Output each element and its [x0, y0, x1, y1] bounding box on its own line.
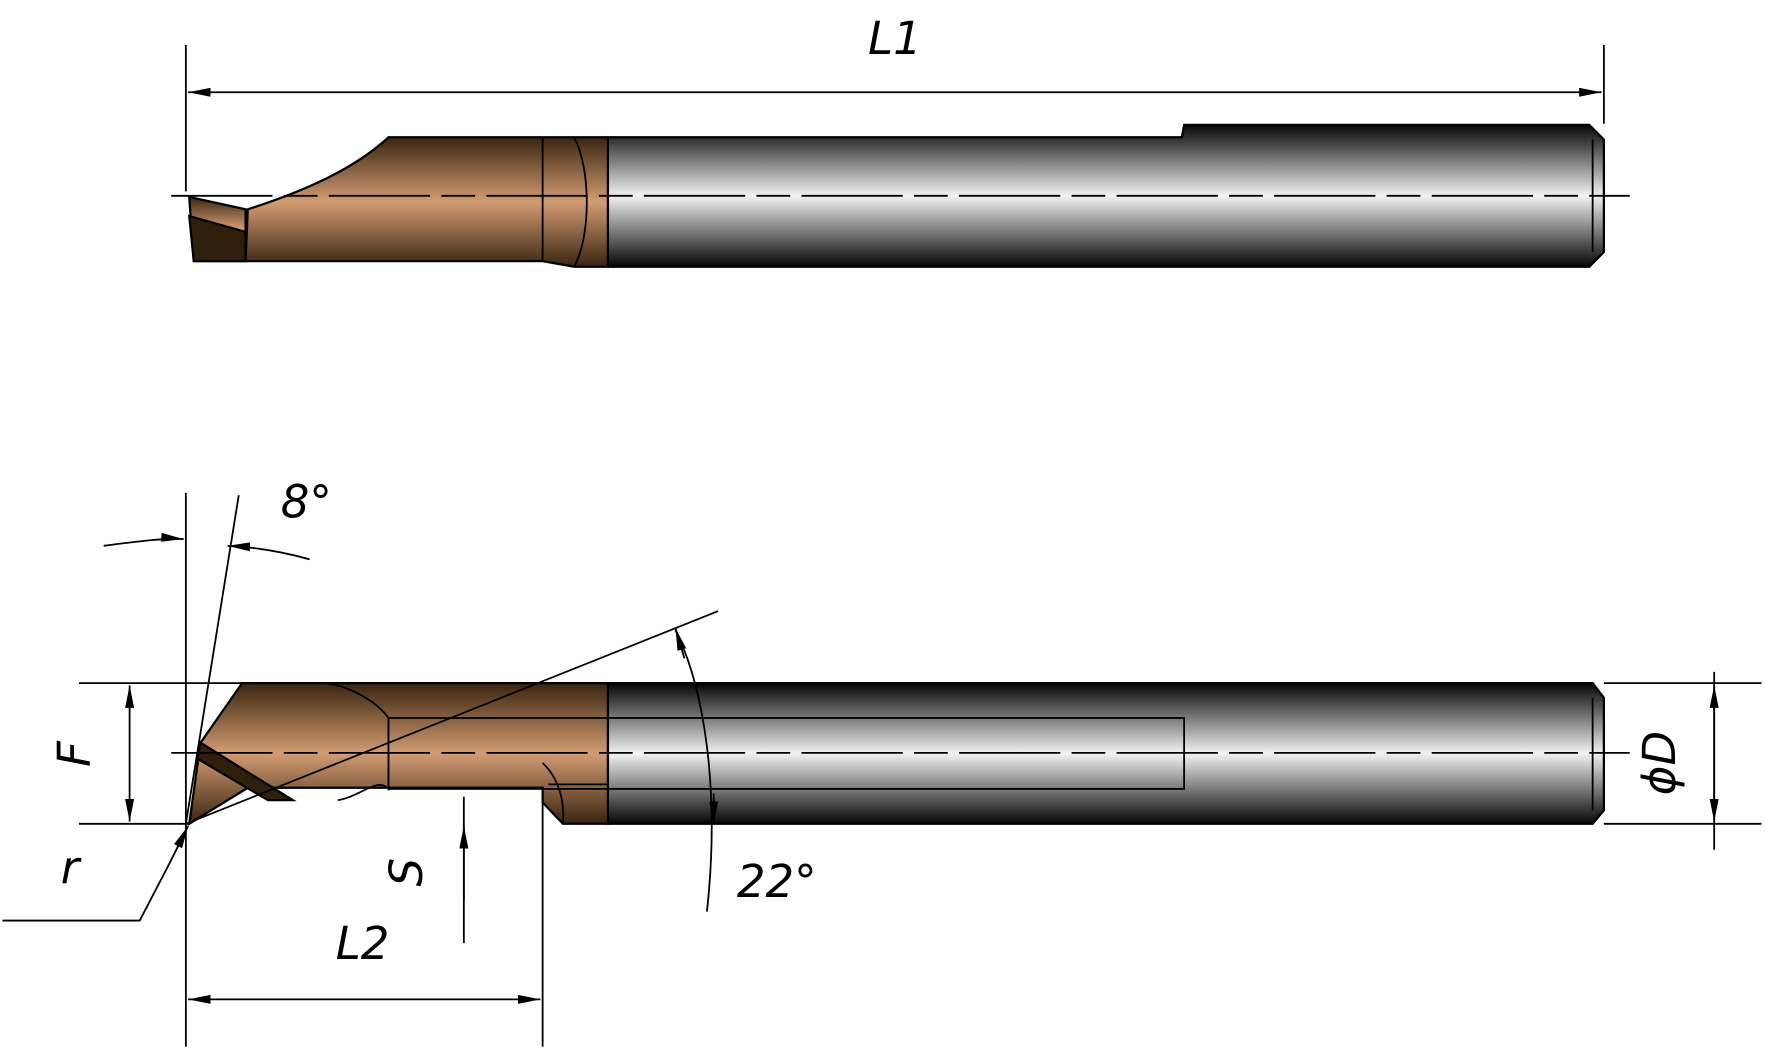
r-leader-arrow	[168, 825, 189, 865]
top-view: L1	[171, 12, 1630, 268]
L1-label: L1	[868, 12, 922, 65]
top-insert-face	[187, 214, 247, 263]
angle-8-label: 8°	[281, 476, 332, 529]
S-label: S	[380, 858, 433, 887]
angle-22-label: 22°	[737, 855, 817, 908]
angle-22-arrow-top	[674, 627, 687, 659]
angle-8-arc	[103, 532, 184, 547]
L2-label: L2	[336, 917, 390, 970]
r-label: r	[61, 841, 82, 894]
F-label: F	[48, 740, 101, 767]
bottom-view: F ϕD L2 S r 8° 22°	[2, 476, 1762, 1047]
top-shank	[606, 123, 1606, 268]
top-copper-body	[244, 136, 610, 268]
D-label: ϕD	[1633, 731, 1686, 795]
